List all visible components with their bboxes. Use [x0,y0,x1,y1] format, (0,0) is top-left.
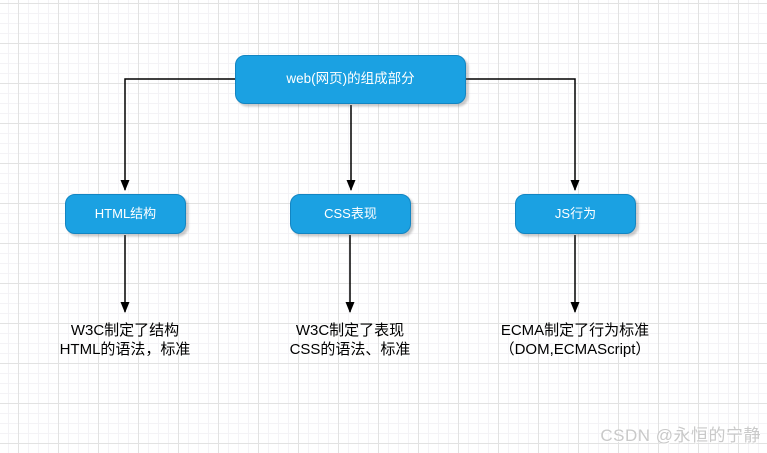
note-html-standard: W3C制定了结构 HTML的语法，标准 [25,321,225,359]
node-css-presentation-label: CSS表现 [324,206,377,222]
note-html-standard-line1: W3C制定了结构 [70,322,180,339]
node-html-structure-label: HTML结构 [94,206,157,222]
note-css-standard-line2: CSS的语法、标准 [289,341,411,358]
note-css-standard: W3C制定了表现 CSS的语法、标准 [250,321,450,359]
node-html-structure: HTML结构 [65,194,186,234]
node-css-presentation: CSS表现 [290,194,411,234]
node-web-components: web(网页)的组成部分 [235,55,466,104]
node-web-components-label: web(网页)的组成部分 [286,71,415,87]
note-js-standard: ECMA制定了行为标准 （DOM,ECMAScript） [475,321,675,359]
note-html-standard-line2: HTML的语法，标准 [59,341,191,358]
note-js-standard-line1: ECMA制定了行为标准 [500,322,650,339]
csdn-watermark: CSDN @永恒的宁静 [600,426,761,445]
connector-root-to-html [120,78,236,191]
note-js-standard-line2: （DOM,ECMAScript） [499,341,651,358]
note-css-standard-line1: W3C制定了表现 [295,322,405,339]
node-js-behavior-label: JS行为 [554,206,597,222]
node-js-behavior: JS行为 [515,194,636,234]
connector-root-to-js [466,78,580,191]
